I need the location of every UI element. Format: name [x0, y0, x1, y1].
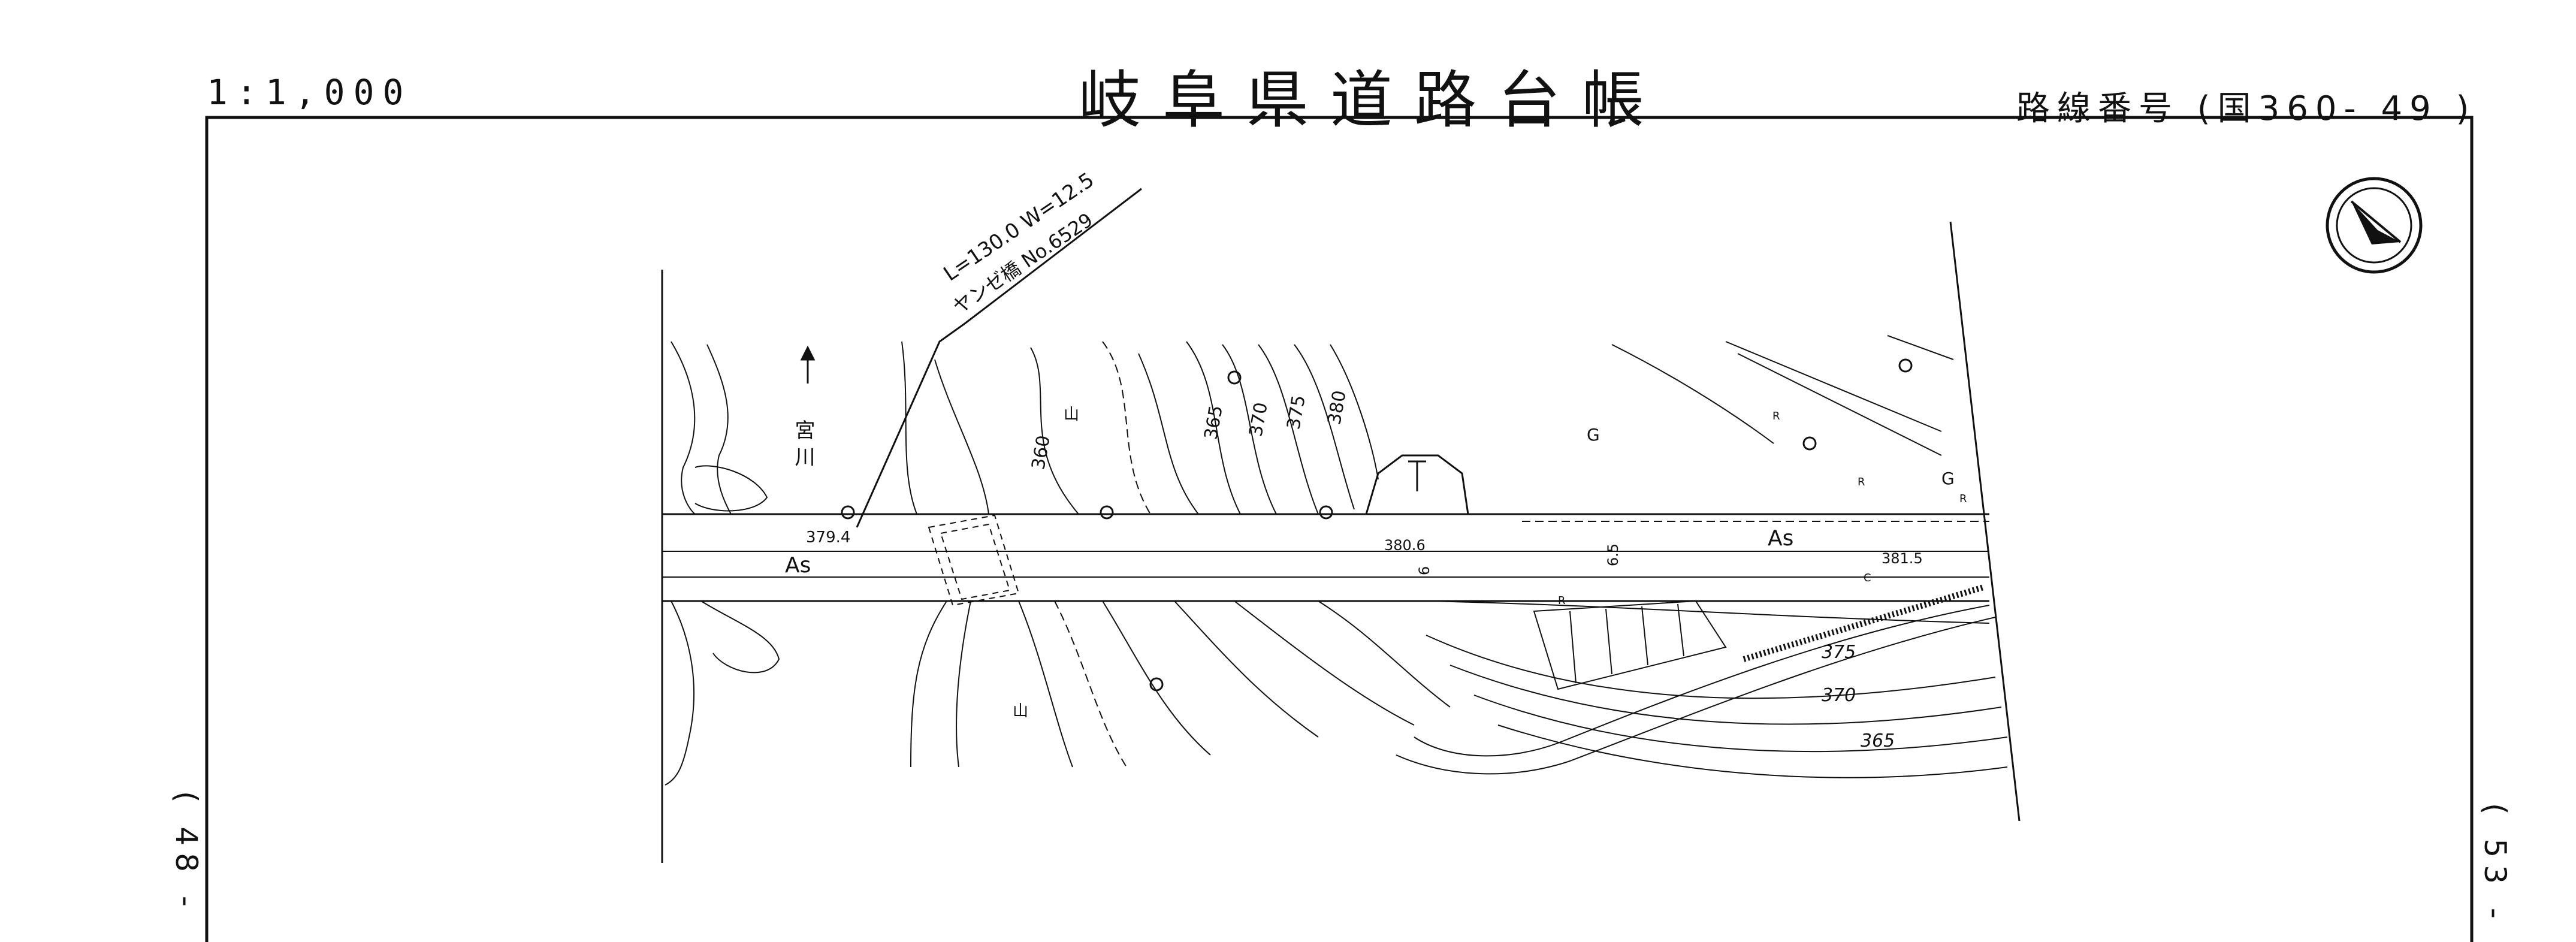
contour-label: 365: [1861, 730, 1895, 751]
contour-labels-top: 360 365 370 375 380: [1028, 389, 1350, 471]
route-number: 路線番号 (国360- 49 ): [2016, 89, 2477, 128]
terrain-left: [665, 341, 989, 786]
contour-label: 375: [1822, 642, 1856, 663]
surface-label-left: As: [785, 553, 811, 578]
elevation-right: 381.5: [1882, 550, 1923, 567]
adjacent-sheet-right: ( 53 -: [2478, 803, 2512, 926]
road: [662, 513, 1990, 624]
contour-label: 365: [1200, 404, 1227, 441]
surface-label-right: As: [1768, 526, 1793, 551]
contour-label: 370: [1245, 401, 1272, 438]
elevation-left: 379.4: [806, 529, 850, 547]
river-label: 宮 川: [791, 419, 815, 467]
retaining-mark: R: [1959, 493, 1967, 505]
retaining-wall: [1533, 584, 1985, 690]
river-flow-arrow-icon: [800, 345, 816, 384]
guardrail-mark: G: [1941, 469, 1955, 488]
contours-bottom: [1018, 600, 2008, 778]
map-scale: 1:1,000: [207, 72, 412, 113]
contour-label: 375: [1283, 394, 1309, 431]
guardrail-mark: G: [1587, 425, 1600, 445]
utility-pole-icon: [841, 358, 1913, 692]
bridge-structure: [928, 514, 1020, 606]
retaining-mark: R: [1858, 476, 1865, 488]
contour-labels-bottom: 375 370 365: [1822, 642, 1895, 751]
structure-center: [1364, 454, 1469, 515]
north-arrow-icon: [2326, 177, 2423, 274]
mountain-mark: 山: [1013, 702, 1028, 720]
retaining-mark: R: [1772, 410, 1780, 422]
contours-top: [1030, 335, 1954, 515]
mountain-mark: 山: [1064, 406, 1079, 424]
map-frame: [205, 116, 2474, 942]
elevation-mid: 380.6: [1384, 537, 1426, 554]
page-title: 岐阜県道路台帳: [1079, 64, 1666, 137]
contour-label: 360: [1028, 434, 1054, 471]
culvert-mark: C: [1864, 572, 1871, 584]
adjacent-sheet-left: ( 48 -: [169, 791, 204, 914]
retaining-mark: R: [1558, 594, 1566, 607]
width-label: 6: [1416, 566, 1433, 575]
bridge-leader: [856, 188, 1142, 528]
width-label: 6.5: [1605, 544, 1621, 566]
contour-label: 370: [1822, 685, 1856, 706]
contour-label: 380: [1324, 389, 1350, 426]
